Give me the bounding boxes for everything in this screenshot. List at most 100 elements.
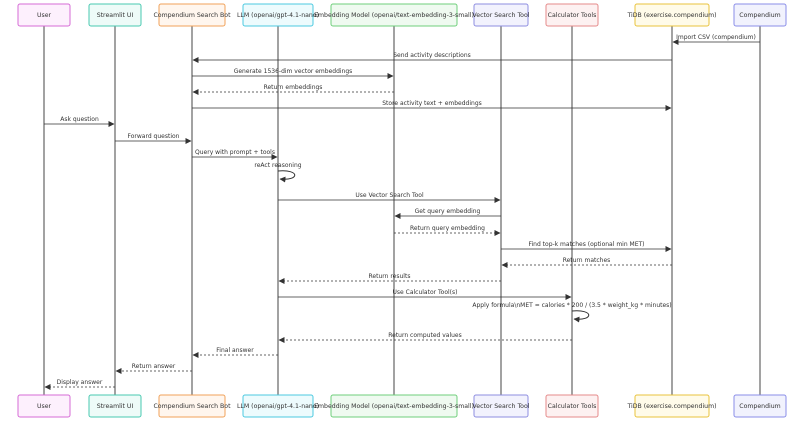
message-16: Use Calculator Tool(s) (278, 289, 572, 300)
message-7: Forward question (115, 133, 192, 144)
participant-vst-bottom: Vector Search Tool (473, 394, 530, 418)
participant-label: User (37, 403, 52, 410)
participant-label: Streamlit UI (97, 12, 134, 19)
participant-user-bottom: User (17, 394, 71, 418)
participant-ui-bottom: Streamlit UI (88, 394, 142, 418)
message-label: Store activity text + embeddings (382, 100, 482, 107)
participant-box (634, 394, 710, 418)
participant-tidb-bottom: TiDB (exercise.compendium) (626, 394, 717, 418)
message-label: Display answer (57, 379, 103, 386)
message-label: Forward question (128, 133, 180, 140)
participant-box (545, 3, 599, 27)
participant-box (17, 3, 71, 27)
participant-bot-top: Compendium Search Bot (153, 3, 231, 27)
message-label: reAct reasoning (254, 162, 301, 169)
participant-vst-top: Vector Search Tool (473, 3, 530, 27)
participant-label: Compendium Search Bot (153, 403, 231, 410)
message-label: Send activity descriptions (393, 52, 471, 59)
participant-label: TiDB (exercise.compendium) (626, 403, 716, 410)
participant-label: Compendium (739, 12, 780, 19)
message-label: Return computed values (388, 332, 462, 339)
participant-box (17, 394, 71, 418)
participant-label: Vector Search Tool (473, 12, 530, 19)
message-14: Return matches (501, 257, 672, 268)
participant-box (330, 3, 458, 27)
participant-box (473, 394, 529, 418)
message-label: Return results (369, 273, 411, 280)
participant-label: Embedding Model (openai/text-embedding-3… (314, 12, 474, 19)
message-label: Final answer (216, 347, 254, 354)
participant-box (242, 394, 314, 418)
participant-label: LLM (openai/gpt-4.1-nano) (237, 403, 319, 410)
participant-label: Compendium Search Bot (153, 12, 231, 19)
participant-calc-bottom: Calculator Tools (545, 394, 599, 418)
participant-box (242, 3, 314, 27)
self-message-arrow (571, 310, 590, 323)
participant-emb-top: Embedding Model (openai/text-embedding-3… (314, 3, 474, 27)
participant-box (733, 394, 787, 418)
message-11: Get query embedding (394, 208, 501, 219)
participant-box (473, 3, 529, 27)
message-21: Display answer (44, 379, 115, 390)
participant-calc-top: Calculator Tools (545, 3, 599, 27)
message-18: Return computed values (278, 332, 572, 343)
message-1: Import CSV (compendium) (672, 34, 760, 45)
message-2: Send activity descriptions (192, 52, 672, 63)
participant-box (545, 394, 599, 418)
participant-box (158, 394, 226, 418)
participant-bot-bottom: Compendium Search Bot (153, 394, 231, 418)
message-5: Store activity text + embeddings (192, 100, 672, 111)
participant-user-top: User (17, 3, 71, 27)
participant-label: TiDB (exercise.compendium) (626, 12, 716, 19)
message-label: Return matches (563, 257, 611, 264)
participant-tidb-top: TiDB (exercise.compendium) (626, 3, 717, 27)
message-4: Return embeddings (192, 84, 394, 95)
message-label: Return answer (132, 363, 176, 370)
participant-emb-bottom: Embedding Model (openai/text-embedding-3… (314, 394, 474, 418)
participant-llm-bottom: LLM (openai/gpt-4.1-nano) (237, 394, 319, 418)
participant-label: Embedding Model (openai/text-embedding-3… (314, 403, 474, 410)
participant-comp-top: Compendium (733, 3, 787, 27)
message-label: Get query embedding (415, 208, 481, 215)
message-label: Return embeddings (264, 84, 323, 91)
message-label: Ask question (60, 116, 99, 123)
message-label: Use Vector Search Tool (355, 192, 424, 199)
message-17: Apply formula\nMET = calories * 200 / (3… (472, 302, 672, 323)
message-3: Generate 1536-dim vector embeddings (192, 68, 394, 79)
message-13: Find top-k matches (optional min MET) (501, 241, 672, 252)
participant-label: Compendium (739, 403, 780, 410)
participant-label: Calculator Tools (548, 403, 597, 410)
participant-box (330, 394, 458, 418)
participant-box (634, 3, 710, 27)
self-message-arrow (277, 170, 296, 183)
message-label: Return query embedding (410, 225, 485, 232)
participant-label: LLM (openai/gpt-4.1-nano) (237, 12, 319, 19)
participant-llm-top: LLM (openai/gpt-4.1-nano) (237, 3, 319, 27)
message-10: Use Vector Search Tool (278, 192, 501, 203)
message-19: Final answer (192, 347, 278, 358)
participant-ui-top: Streamlit UI (88, 3, 142, 27)
message-9: reAct reasoning (254, 162, 302, 183)
participant-label: Streamlit UI (97, 403, 134, 410)
message-20: Return answer (115, 363, 192, 374)
participant-label: User (37, 12, 52, 19)
participant-box (733, 3, 787, 27)
message-label: Find top-k matches (optional min MET) (528, 241, 644, 248)
participant-box (88, 3, 142, 27)
message-label: Apply formula\nMET = calories * 200 / (3… (472, 302, 671, 309)
message-8: Query with prompt + tools (192, 149, 278, 160)
message-label: Query with prompt + tools (195, 149, 275, 156)
message-label: Import CSV (compendium) (676, 34, 756, 41)
message-6: Ask question (44, 116, 115, 127)
participant-label: Calculator Tools (548, 12, 597, 19)
participant-label: Vector Search Tool (473, 403, 530, 410)
message-label: Generate 1536-dim vector embeddings (234, 68, 353, 75)
message-15: Return results (278, 273, 501, 284)
participant-box (88, 394, 142, 418)
message-12: Return query embedding (394, 225, 501, 236)
participant-box (158, 3, 226, 27)
message-label: Use Calculator Tool(s) (393, 289, 458, 296)
participant-comp-bottom: Compendium (733, 394, 787, 418)
